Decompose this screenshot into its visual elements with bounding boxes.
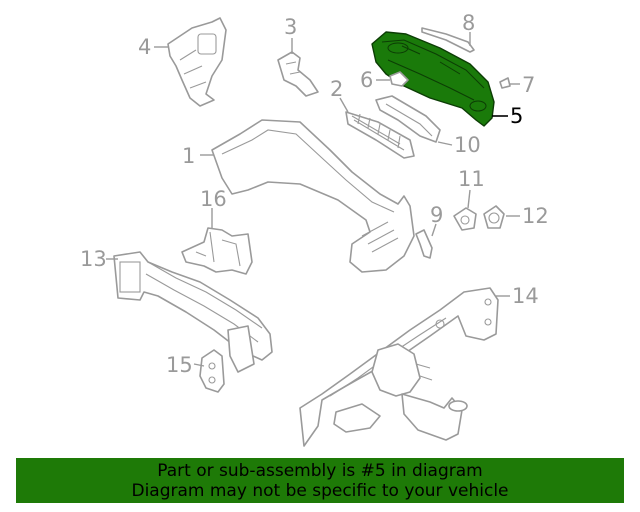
callout-2[interactable]: 2 [330,77,343,101]
leader-15 [193,363,205,367]
leader-10 [437,141,453,146]
part-2-grille[interactable] [345,111,415,159]
part-10-reinforcement[interactable] [375,95,441,143]
callout-13[interactable]: 13 [80,247,107,271]
part-9-trim[interactable] [415,229,433,259]
callout-12[interactable]: 12 [522,204,549,228]
part-3-bracket[interactable] [277,51,319,97]
banner-line-1: Part or sub-assembly is #5 in diagram [157,460,483,481]
callout-15[interactable]: 15 [166,353,193,377]
part-info-banner: Part or sub-assembly is #5 in diagram Di… [16,458,624,503]
part-6-clip[interactable] [389,71,409,87]
callout-3[interactable]: 3 [284,15,297,39]
part-16-bracket[interactable] [181,227,253,275]
callout-14[interactable]: 14 [512,284,539,308]
callout-5[interactable]: 5 [510,104,523,128]
leader-2 [339,97,349,113]
part-11-sensor-bracket[interactable] [453,207,477,231]
parts-diagram: 4 3 2 1 8 5 6 7 [80,11,549,447]
part-4-bracket[interactable] [167,17,227,107]
leader-11 [467,189,471,209]
part-13-crossmember[interactable] [113,251,273,373]
part-14-tow-hitch[interactable] [299,287,499,447]
callout-4[interactable]: 4 [138,35,151,59]
callout-11[interactable]: 11 [458,167,485,191]
callout-1[interactable]: 1 [182,144,195,168]
callout-16[interactable]: 16 [200,187,227,211]
callout-6[interactable]: 6 [360,68,373,92]
part-12-sensor-cap[interactable] [483,205,505,229]
part-1-bumper-cover[interactable] [211,119,415,273]
callout-9[interactable]: 9 [430,203,443,227]
banner-line-2: Diagram may not be specific to your vehi… [131,480,509,501]
part-8-trim-strip[interactable] [421,27,475,53]
callout-10[interactable]: 10 [454,133,481,157]
part-15-plate[interactable] [199,349,225,393]
part-7-clip[interactable] [499,77,511,89]
leader-9 [431,223,437,237]
callout-8[interactable]: 8 [462,11,475,35]
callout-7[interactable]: 7 [522,73,535,97]
